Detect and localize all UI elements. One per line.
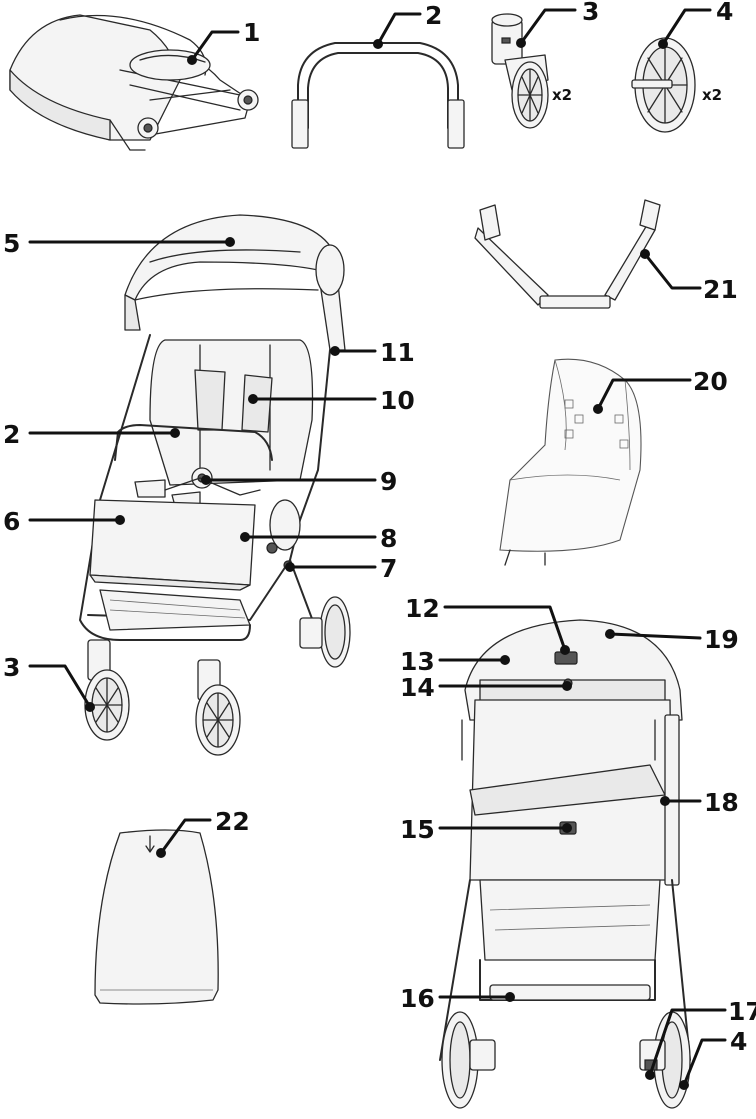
callout-16: 16 <box>400 984 435 1013</box>
storage-bag-illustration <box>94 829 219 1005</box>
callout-7: 7 <box>380 554 397 583</box>
callout-4-on-stroller: 4 <box>730 1027 747 1056</box>
callout-17: 17 <box>728 997 756 1026</box>
callout-14: 14 <box>400 673 435 702</box>
callout-18: 18 <box>704 788 739 817</box>
callout-4-rear-wheel: 4 <box>716 0 733 26</box>
rear-wheel-quantity: x2 <box>702 86 722 104</box>
callout-1: 1 <box>243 18 260 47</box>
rain-cover-illustration <box>499 358 642 566</box>
callout-5: 5 <box>3 229 20 258</box>
callout-11: 11 <box>380 338 415 367</box>
carry-strap-illustration <box>474 199 661 309</box>
callout-2-bumper-bar: 2 <box>425 1 442 30</box>
callout-20: 20 <box>693 367 728 396</box>
bumper-bar-illustration <box>291 42 465 149</box>
callout-9: 9 <box>380 467 397 496</box>
callout-leaders <box>28 8 727 1090</box>
callout-3-on-stroller: 3 <box>3 653 20 682</box>
callout-numbers: 1 2 3 4 x2 x2 5 11 10 2 9 6 8 7 3 21 20 … <box>3 0 756 1056</box>
callout-10: 10 <box>380 386 415 415</box>
callout-6: 6 <box>3 507 20 536</box>
stroller-front-illustration <box>79 214 351 756</box>
callout-2-on-stroller: 2 <box>3 420 20 449</box>
callout-21: 21 <box>703 275 738 304</box>
callout-8: 8 <box>380 524 397 553</box>
callout-12: 12 <box>405 594 440 623</box>
rear-wheel-illustration <box>631 37 696 133</box>
callout-13: 13 <box>400 647 435 676</box>
callout-15: 15 <box>400 815 435 844</box>
stroller-rear-illustration <box>439 619 691 1109</box>
callout-19: 19 <box>704 625 739 654</box>
folded-stroller-illustration <box>9 14 259 151</box>
callout-22: 22 <box>215 807 250 836</box>
front-wheel-illustration <box>491 13 549 129</box>
callout-3-front-wheel: 3 <box>582 0 599 26</box>
front-wheel-quantity: x2 <box>552 86 572 104</box>
